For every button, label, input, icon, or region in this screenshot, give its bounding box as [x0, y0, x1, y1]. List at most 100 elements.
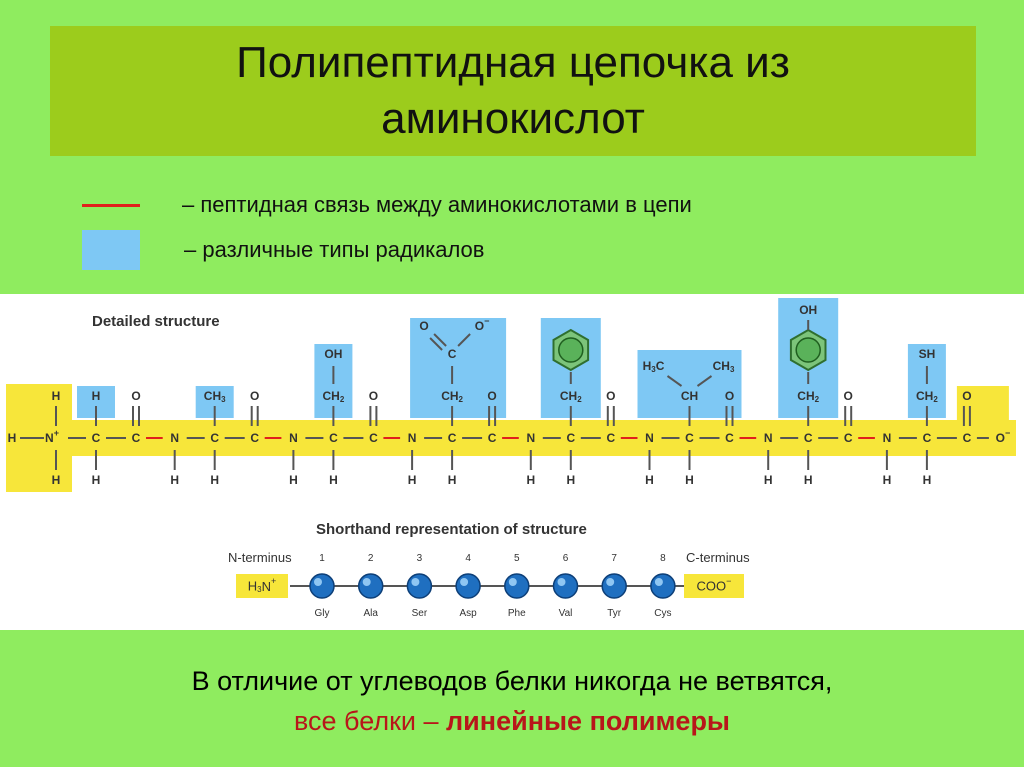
residue-bead-shine-phe [508, 578, 517, 586]
alpha-hydrogen-phe: H [566, 473, 575, 487]
residue-bead-shine-asp [460, 578, 469, 586]
backbone-nitrogen-ser: N [289, 431, 298, 445]
residue-code-tyr: Tyr [607, 608, 622, 619]
residue-bead-gly [309, 573, 335, 599]
residue-number-gly: 1 [319, 553, 325, 564]
carbonyl-oxygen-ser: O [369, 389, 378, 403]
residue-bead-ser [406, 573, 433, 599]
residue-code-phe: Phe [508, 608, 526, 619]
alpha-hydrogen-val: H [685, 473, 694, 487]
n-terminal-hydrogen-top: H [52, 389, 61, 403]
residue-number-asp: 4 [465, 553, 471, 564]
residue-code-asp: Asp [459, 608, 477, 619]
bond-c-o1-asp-b [429, 337, 443, 351]
carbonyl-carbon-phe: C [606, 431, 615, 445]
residue-code-ala: Ala [363, 608, 378, 619]
carbonyl-carbon-gly: C [132, 431, 141, 445]
c-terminus-highlight [956, 386, 1009, 426]
side-chain-h-gly: H [92, 389, 101, 403]
carbonyl-carbon-asp: C [488, 431, 497, 445]
residue-number-cys: 8 [660, 553, 666, 564]
bottom-note-plain: все белки – [294, 706, 447, 736]
residue-bead-phe [504, 573, 530, 599]
n-terminal-hydrogen-bottom: H [52, 473, 61, 487]
residue-bead-shine-ala [362, 578, 371, 586]
alpha-carbon-gly: C [92, 431, 101, 445]
bottom-note-bold: линейные полимеры [446, 706, 730, 736]
shorthand-c-terminus-box [684, 574, 744, 598]
carbonyl-oxygen-tyr: O [844, 389, 853, 403]
side-chain-ch2-tyr: CH2 [797, 389, 819, 404]
side-chain-ch3-val: CH3 [713, 359, 735, 374]
side-chain-ch2-cys: CH2 [916, 389, 938, 404]
carbonyl-carbon-tyr: C [844, 431, 853, 445]
backbone-nitrogen-phe: N [526, 431, 535, 445]
bond-c-o2-asp [457, 333, 471, 347]
alpha-carbon-ala: C [210, 431, 219, 445]
benzene-ring-inner-tyr [795, 337, 821, 363]
bottom-note-line-1: В отличие от углеводов белки никогда не … [191, 666, 833, 696]
carbonyl-oxygen-ala: O [250, 389, 259, 403]
residue-bead-shine-cys [654, 578, 663, 586]
side-chain-oxygen-asp: O [419, 319, 428, 333]
alpha-hydrogen-asp: H [448, 473, 457, 487]
side-chain-ch2-asp: CH2 [441, 389, 463, 404]
bond-c-o1-asp-a [433, 333, 447, 347]
amide-hydrogen-cys: H [883, 473, 892, 487]
red-line-icon [82, 203, 140, 207]
bond-ch-ch3-val [696, 375, 713, 387]
alpha-hydrogen-ser: H [329, 473, 338, 487]
backbone-nitrogen-tyr: N [764, 431, 773, 445]
title-line-2: аминокислот [381, 94, 645, 143]
shorthand-c-terminus-group: COO− [697, 576, 732, 594]
amide-hydrogen-tyr: H [764, 473, 773, 487]
side-chain-ch-val: CH [681, 389, 698, 403]
legend-radicals: – различные типы радикалов [82, 230, 484, 270]
residue-bead-shine-ser [411, 578, 420, 586]
residue-code-gly: Gly [315, 608, 330, 619]
amide-hydrogen-ala: H [170, 473, 179, 487]
shorthand-n-terminus-group: H3N+ [248, 576, 277, 594]
amide-hydrogen-asp: H [408, 473, 417, 487]
residue-bead-shine-tyr [606, 578, 615, 586]
side-chain-ch2-ser: CH2 [323, 389, 345, 404]
side-chain-highlight-asp [410, 318, 507, 418]
alpha-carbon-phe: C [566, 431, 575, 445]
alpha-carbon-ser: C [329, 431, 338, 445]
c-terminus-label: C-terminus [686, 550, 750, 565]
residue-number-ala: 2 [368, 553, 374, 564]
benzene-ring-inner-phe [558, 337, 584, 363]
side-chain-oh-ser: OH [324, 347, 342, 361]
residue-number-phe: 5 [514, 553, 520, 564]
backbone-nitrogen-val: N [645, 431, 654, 445]
carbonyl-carbon-val: C [725, 431, 734, 445]
title-line-1: Полипептидная цепочка из [236, 38, 790, 87]
residue-bead-shine-gly [314, 578, 322, 586]
residue-number-val: 6 [563, 553, 569, 564]
shorthand-structure-title: Shorthand representation of structure [316, 521, 587, 538]
n-terminus-label: N-terminus [228, 550, 292, 565]
carbonyl-carbon-ala: C [250, 431, 259, 445]
residue-bead-cys [650, 573, 676, 599]
alpha-hydrogen-cys: H [923, 473, 932, 487]
alpha-carbon-val: C [685, 431, 694, 445]
carbonyl-oxygen-gly: O [131, 389, 140, 403]
alpha-carbon-tyr: C [804, 431, 813, 445]
bottom-note-line-2: все белки – линейные полимеры [0, 706, 1024, 737]
residue-code-val: Val [559, 608, 573, 619]
amide-hydrogen-val: H [645, 473, 654, 487]
side-chain-ch2-phe: CH2 [560, 389, 582, 404]
residue-bead-ala [357, 573, 384, 599]
shorthand-n-terminus-box [236, 574, 288, 598]
side-chain-carboxyl-carbon-asp: C [448, 347, 457, 361]
side-chain-h3c-val: H3C [643, 359, 665, 374]
alpha-hydrogen-ala: H [210, 473, 219, 487]
alpha-carbon-asp: C [448, 431, 457, 445]
side-chain-ch3-ala: CH3 [204, 389, 226, 404]
carbonyl-carbon-cys: C [963, 431, 972, 445]
legend-peptide-bond: – пептидная связь между аминокислотами в… [82, 192, 692, 218]
side-chain-oh-tyr: OH [799, 303, 817, 317]
residue-bead-shine-val [557, 578, 566, 586]
